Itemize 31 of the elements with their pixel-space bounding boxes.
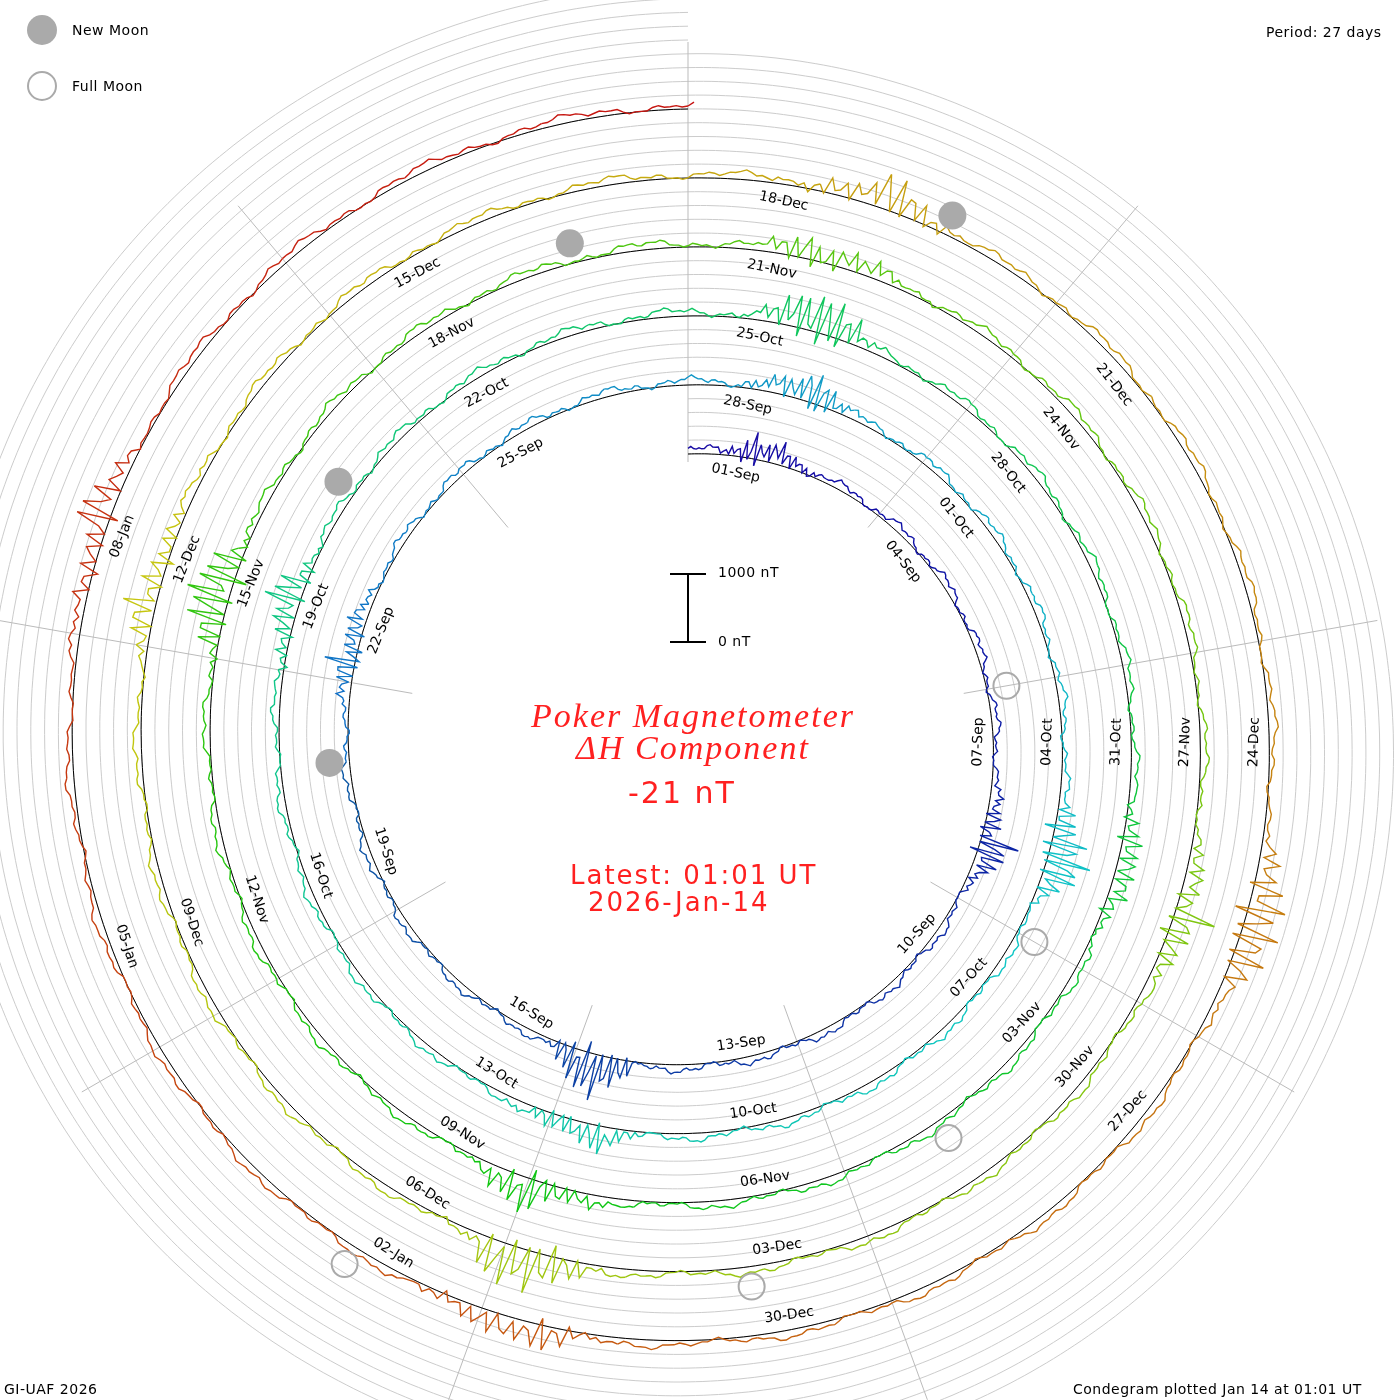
date-label: 24-Dec <box>1245 716 1262 768</box>
date-label: 01-Sep <box>710 460 762 485</box>
credit-label: GI-UAF 2026 <box>4 1382 98 1396</box>
date-label: 16-Oct <box>308 850 337 900</box>
scale-label: 1000 nT <box>718 565 779 579</box>
date-label: 27-Nov <box>1176 716 1193 768</box>
date-label: 13-Sep <box>715 1031 767 1053</box>
date-label: 28-Sep <box>722 392 774 417</box>
scale-label: 0 nT <box>718 634 751 648</box>
date-label: 25-Oct <box>734 324 785 349</box>
latest-time: Latest: 01:01 UT <box>570 862 818 888</box>
date-label: 07-Sep <box>969 717 986 767</box>
date-label: 31-Oct <box>1107 718 1124 766</box>
date-label: 05-Jan <box>114 922 142 970</box>
plot-time-note: Condegram plotted Jan 14 at 01:01 UT <box>1073 1382 1362 1396</box>
latest-date: 2026-Jan-14 <box>588 889 770 915</box>
legend-label: New Moon <box>72 23 150 37</box>
date-label: 06-Nov <box>739 1167 791 1189</box>
legend-label: Full Moon <box>72 79 143 93</box>
date-label: 21-Nov <box>745 256 798 281</box>
date-label: 04-Oct <box>1038 718 1055 766</box>
date-label: 18-Dec <box>757 188 810 213</box>
date-label: 12-Nov <box>243 872 272 925</box>
date-label: 10-Oct <box>728 1099 778 1121</box>
date-label: 03-Dec <box>751 1235 803 1257</box>
date-label: 30-Dec <box>763 1303 815 1325</box>
date-label: 09-Dec <box>178 896 208 949</box>
chart-title: Poker Magnetometer ΔH Component <box>530 700 856 764</box>
period-label: Period: 27 days <box>1266 25 1382 39</box>
date-label: 19-Sep <box>373 825 402 878</box>
current-value: -21 nT <box>628 778 736 808</box>
